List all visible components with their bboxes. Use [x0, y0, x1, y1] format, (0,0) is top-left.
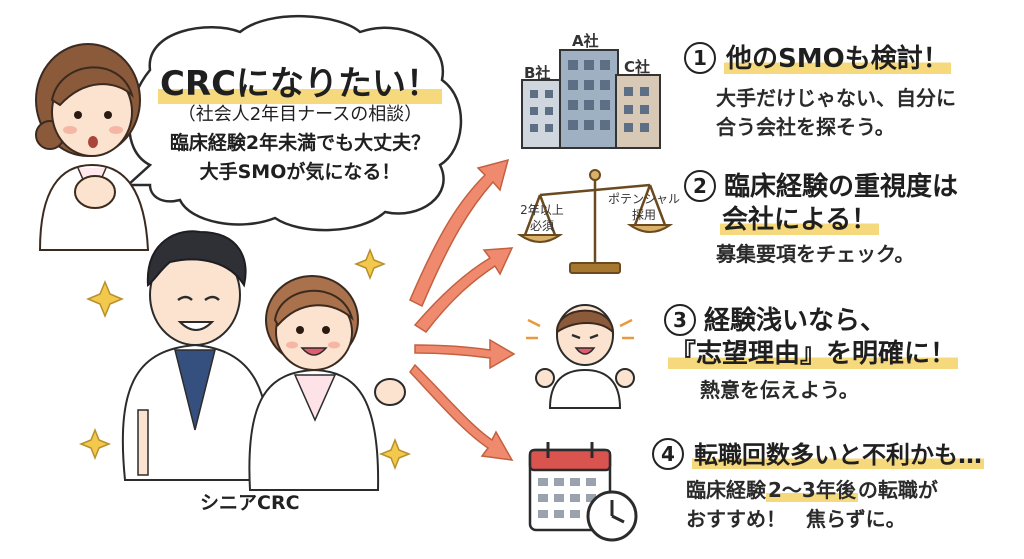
item-1-number: 1 — [684, 42, 716, 74]
building-b — [521, 79, 563, 149]
clock-icon — [586, 490, 638, 542]
sparkle-group — [78, 247, 412, 471]
sparkle-icon — [378, 437, 412, 471]
senior-crc-female — [248, 275, 406, 491]
sparkle-icon — [78, 427, 112, 461]
bubble-title: CRCになりたい！ — [157, 64, 443, 104]
sparkle-icon — [86, 280, 124, 318]
arrow-icon — [409, 158, 510, 308]
item-1-body: 大手だけじゃない、自分に合う会社を探そう。 — [716, 86, 956, 139]
item-2-number: 2 — [684, 170, 716, 202]
scale-right-label: ポテンシャル 採用 — [607, 192, 680, 222]
sparkle-icon — [353, 247, 387, 281]
small-person-illustration — [526, 304, 635, 409]
building-c — [615, 74, 661, 149]
calendar-icon — [528, 442, 638, 542]
buildings-illustration — [521, 49, 661, 149]
item-3-number: 3 — [664, 304, 696, 336]
item-3-body: 熱意を伝えよう。 — [700, 378, 859, 402]
arrow-icon — [414, 338, 516, 370]
scale-left-label: 2年以上 必須 — [520, 203, 564, 233]
arrow-icon — [409, 363, 514, 461]
arrows — [409, 158, 516, 461]
arrow-icon — [413, 247, 514, 334]
building-b-label: B社 — [524, 64, 551, 82]
bubble-subtitle: （社会人2年目ナースの相談） — [177, 104, 423, 125]
nurse-figure — [35, 43, 150, 251]
building-a-label: A社 — [572, 32, 599, 50]
bubble-text-group: CRCになりたい！ （社会人2年目ナースの相談） 臨床経験2年未満でも大丈夫？ … — [150, 0, 450, 230]
senior-crc-male — [121, 230, 271, 481]
scale-illustration — [516, 169, 674, 274]
bubble-line-2: 大手SMOが気になる！ — [199, 161, 401, 183]
bubble-line-1: 臨床経験2年未満でも大丈夫？ — [169, 132, 431, 154]
senior-crc-label: シニアCRC — [200, 492, 300, 514]
item-4-number: 4 — [652, 438, 684, 470]
item-2-body: 募集要項をチェック。 — [716, 242, 915, 266]
building-c-label: C社 — [624, 58, 651, 76]
